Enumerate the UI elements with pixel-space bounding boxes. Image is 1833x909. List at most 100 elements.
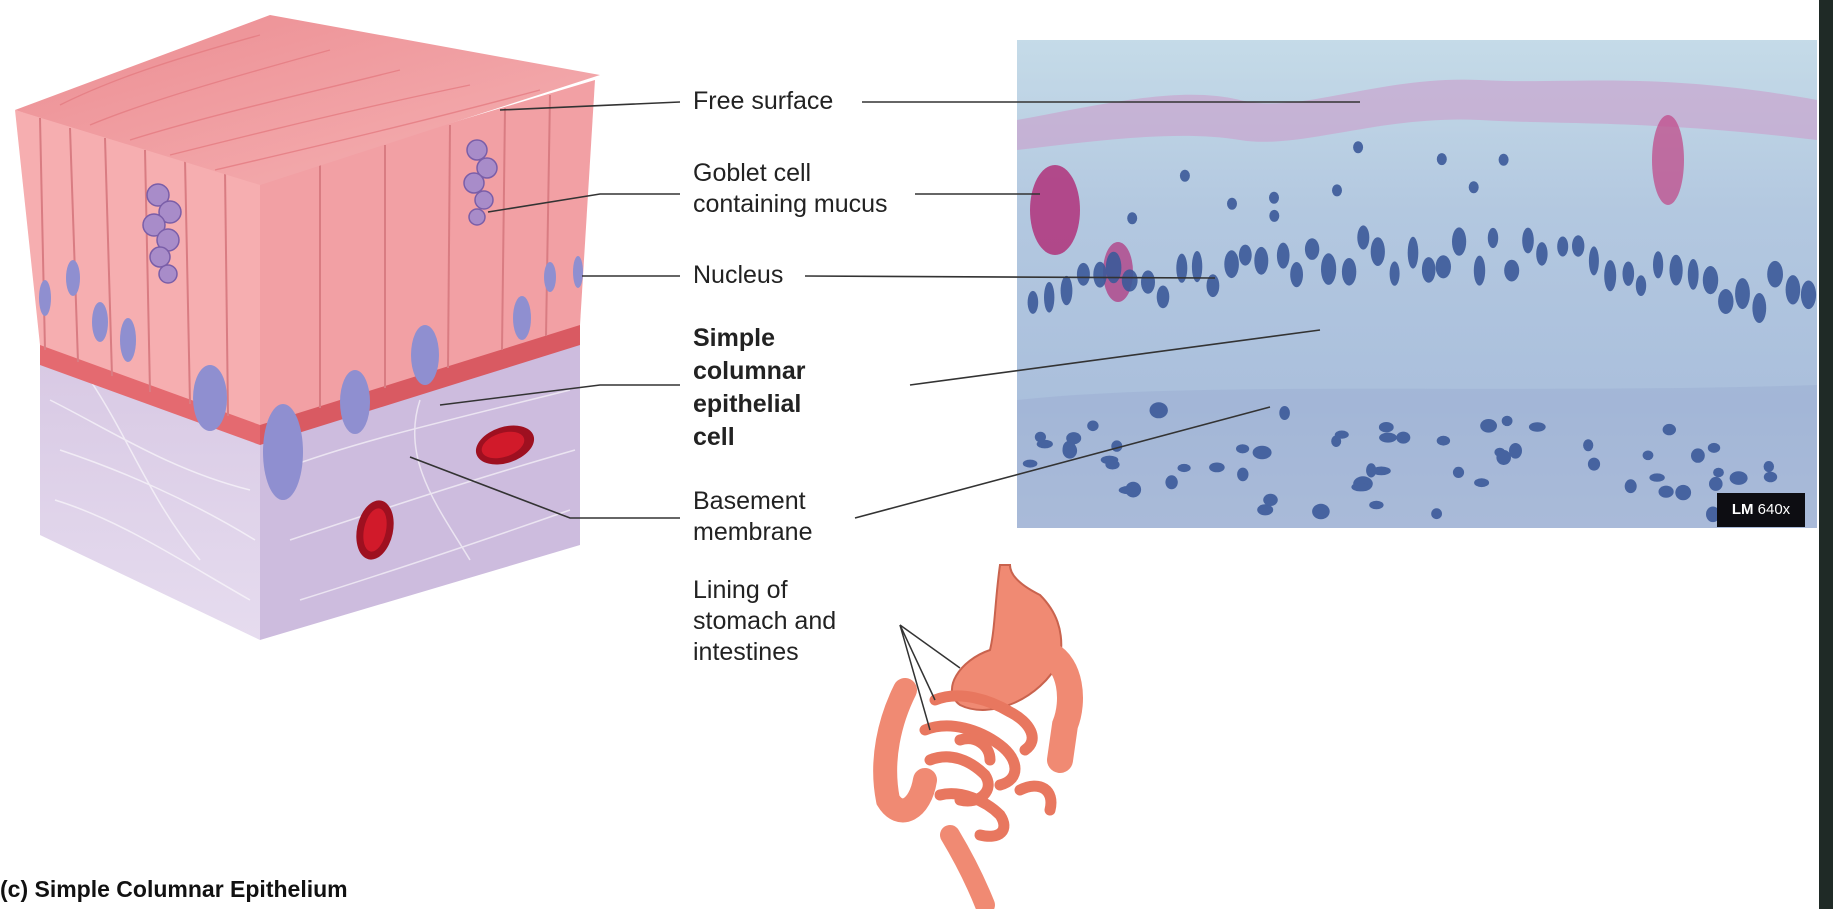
micrograph-nucleus <box>1636 275 1646 296</box>
micrograph-nucleus <box>1111 440 1122 451</box>
micrograph-nucleus <box>1588 458 1600 471</box>
label-free-surface: Free surface <box>693 86 833 117</box>
micrograph-nucleus <box>1178 464 1191 472</box>
micrograph-nucleus <box>1061 276 1073 305</box>
micrograph-nucleus <box>1649 473 1664 481</box>
micrograph-nucleus <box>1269 192 1279 204</box>
micrograph-nucleus <box>1353 141 1363 153</box>
micrograph-nucleus <box>1488 228 1498 248</box>
micrograph-nucleus <box>1077 263 1090 286</box>
micrograph-nucleus <box>1453 467 1464 478</box>
micrograph <box>1017 40 1817 528</box>
micrograph-nucleus <box>1239 245 1252 266</box>
micrograph-nucleus <box>1066 432 1081 444</box>
micrograph-nucleus <box>1474 256 1485 286</box>
micrograph-nucleus <box>1691 448 1705 462</box>
micrograph-nucleus <box>1670 255 1683 286</box>
micrograph-nucleus <box>1125 482 1141 498</box>
micrograph-nucleus <box>1730 471 1748 485</box>
micrograph-nucleus <box>1713 468 1724 477</box>
magnification-badge: LM 640x <box>1717 493 1805 527</box>
micrograph-nucleus <box>1371 237 1385 266</box>
micrograph-nucleus <box>1623 262 1635 286</box>
micrograph-nucleus <box>1764 472 1777 483</box>
micrograph-nucleus <box>1801 281 1816 310</box>
micrograph-nucleus <box>1764 461 1774 472</box>
micrograph-nucleus <box>1321 253 1336 285</box>
micrograph-nucleus <box>1431 508 1442 519</box>
micrograph-nucleus <box>1653 251 1663 278</box>
micrograph-nucleus <box>1106 252 1122 284</box>
micrograph-nucleus <box>1332 184 1342 196</box>
label-lining: Lining of stomach and intestines <box>693 575 836 668</box>
micrograph-nucleus <box>1396 432 1410 444</box>
micrograph-nucleus <box>1659 486 1674 498</box>
micrograph-nucleus <box>1379 422 1394 432</box>
label-columnar-cell: Simple columnar epithelial cell <box>693 322 806 454</box>
micrograph-nucleus <box>1305 238 1319 260</box>
micrograph-nucleus <box>1180 170 1190 182</box>
label-basement-membrane: Basement membrane <box>693 486 813 548</box>
micrograph-nucleus <box>1718 289 1733 314</box>
micrograph-nucleus <box>1254 247 1268 275</box>
micrograph-nucleus <box>1557 237 1568 257</box>
micrograph-nucleus <box>1157 286 1170 309</box>
label-goblet-cell: Goblet cell containing mucus <box>693 158 888 220</box>
micrograph-nucleus <box>1735 278 1750 309</box>
micrograph-nucleus <box>1703 266 1718 294</box>
micrograph-nucleus <box>1209 463 1225 473</box>
micrograph-nucleus <box>1269 210 1279 222</box>
micrograph-nucleus <box>1369 501 1383 510</box>
micrograph-nucleus <box>1357 225 1369 249</box>
micrograph-nucleus <box>1101 456 1119 465</box>
micrograph-nucleus <box>1499 154 1509 166</box>
micrograph-nucleus <box>1237 468 1248 482</box>
micrograph-nucleus <box>1529 422 1546 431</box>
micrograph-nucleus <box>1688 259 1699 290</box>
micrograph-nucleus <box>1331 435 1341 447</box>
micrograph-nucleus <box>1165 475 1177 489</box>
micrograph-nucleus <box>1437 436 1450 446</box>
micrograph-nucleus <box>1643 451 1654 461</box>
micrograph-nucleus <box>1675 485 1691 500</box>
micrograph-nucleus <box>1150 402 1168 418</box>
micrograph-nucleus <box>1589 246 1599 275</box>
magnification-prefix: LM <box>1732 501 1754 518</box>
micrograph-nucleus <box>1480 419 1497 433</box>
micrograph-nucleus <box>1279 406 1290 420</box>
micrograph-nucleus <box>1536 242 1547 266</box>
lining-pointer-lines <box>900 625 960 730</box>
micrograph-nucleus <box>1390 261 1400 285</box>
micrograph-nucleus <box>1122 269 1138 291</box>
micrograph-nucleus <box>1572 235 1584 256</box>
micrograph-nucleus <box>1436 255 1451 278</box>
micrograph-nucleus <box>1312 504 1330 519</box>
micrograph-nucleus <box>1504 260 1519 282</box>
micrograph-nucleus <box>1469 181 1479 193</box>
micrograph-nucleus <box>1379 433 1397 443</box>
micrograph-nucleus <box>1422 257 1436 283</box>
micrograph-nucleus <box>1028 291 1039 314</box>
micrograph-nucleus <box>1452 227 1466 255</box>
micrograph-nucleus <box>1127 212 1137 224</box>
micrograph-nucleus <box>1708 443 1720 453</box>
micrograph-nucleus <box>1290 262 1303 287</box>
micrograph-nucleus <box>1023 460 1038 468</box>
micrograph-nucleus <box>1093 262 1106 288</box>
micrograph-nucleus <box>1709 477 1723 491</box>
micrograph-nucleus <box>1767 261 1783 288</box>
micrograph-nucleus <box>1035 432 1046 443</box>
small-intestine <box>925 696 1051 836</box>
micrograph-nucleus <box>1474 478 1489 487</box>
micrograph-nucleus <box>1786 275 1801 304</box>
micrograph-nucleus <box>1236 444 1249 453</box>
figure-caption: (c) Simple Columnar Epithelium <box>0 876 348 903</box>
micrograph-nucleus <box>1342 258 1356 286</box>
micrograph-nucleus <box>1263 494 1278 506</box>
micrograph-nucleus <box>1351 483 1369 492</box>
micrograph-nucleus <box>1663 424 1676 435</box>
label-nucleus: Nucleus <box>693 260 783 291</box>
micrograph-nucleus <box>1509 443 1522 459</box>
micrograph-nucleus <box>1752 293 1766 323</box>
